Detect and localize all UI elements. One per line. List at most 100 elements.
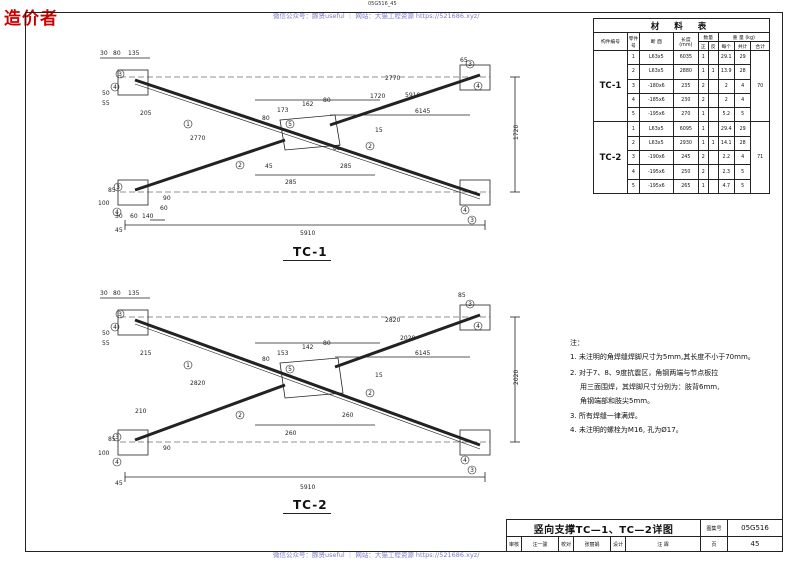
table-cell: 2.2: [717, 150, 735, 166]
tc1-dim-80b: 80: [262, 115, 270, 122]
svg-text:1: 1: [186, 362, 190, 369]
col-qty-pos: 正: [697, 41, 709, 51]
svg-text:3: 3: [116, 184, 120, 191]
table-cell: 2: [626, 135, 640, 152]
tc2-dim-210: 210: [135, 408, 147, 415]
table-cell: [707, 49, 719, 66]
designer: 汪 霖: [625, 536, 701, 552]
col-member: 构件编号: [593, 32, 628, 51]
tc1-dim-45: 45: [265, 163, 273, 170]
table-cell: L63x5: [638, 49, 674, 66]
member-tc1: TC-1: [593, 49, 628, 123]
table-cell: 2: [697, 92, 709, 109]
table-cell: 230: [672, 92, 699, 109]
tc1-dim-285b: 285: [340, 163, 352, 170]
table-cell: 29.4: [717, 121, 735, 137]
table-cell: 265: [672, 178, 699, 195]
tc1-drawing: 3 4 1 5 2 2 3 4 3 4 4 3 30 80 135 2770 2…: [98, 50, 520, 237]
table-cell: 2: [626, 64, 640, 80]
tc1-dim-80c: 80: [323, 97, 331, 104]
col-sum: 合计: [750, 41, 770, 51]
table-cell: 29: [733, 121, 752, 137]
table-cell: -185x6: [638, 92, 674, 109]
watermark-top: 微信公众号：豚贤useful ｜ 网站：大猫工程资源 https://52168…: [273, 12, 480, 20]
svg-text:2: 2: [238, 412, 242, 419]
notes-heading: 注：: [570, 339, 584, 347]
table-cell: 2930: [672, 135, 699, 152]
svg-text:3: 3: [470, 217, 474, 224]
note-line: 4. 未注明的螺栓为M16, 孔为Ø17。: [570, 426, 683, 434]
tc1-dim-60: 60: [130, 213, 138, 220]
tc2-dim-80c: 80: [323, 340, 331, 347]
table-cell: 270: [672, 107, 699, 123]
table-cell: [707, 164, 719, 180]
col-part: 零件号: [626, 32, 640, 51]
tc2-drawing: 3 4 1 5 2 2 3 4 3 4 4 3 30 80 135 2820 2…: [98, 290, 520, 491]
table-cell: 1: [697, 121, 709, 137]
svg-text:4: 4: [476, 83, 480, 90]
tc2-dim-55: 55: [102, 340, 110, 347]
table-cell: 5.2: [717, 107, 735, 123]
table-cell: 2880: [672, 64, 699, 80]
table-cell: 4: [733, 78, 752, 94]
member-tc2: TC-2: [593, 121, 628, 194]
note-line: 1. 未注明的角焊缝焊脚尺寸为5mm,其长度不小于70mm。: [570, 353, 755, 361]
tc1-dim-85b: 85: [108, 187, 116, 194]
col-qty-neg: 反: [707, 41, 719, 51]
tc1-caption-underline: [283, 260, 331, 261]
checker: 张丽娟: [573, 536, 611, 552]
table-cell: 2.3: [717, 164, 735, 180]
tc2-dim-90: 90: [163, 445, 171, 452]
svg-text:4: 4: [463, 457, 467, 464]
tc1-dim-85: 85: [333, 145, 341, 152]
tc1-dim-45b: 45: [115, 227, 123, 234]
svg-text:3: 3: [118, 71, 122, 78]
tc1-dim-30b: 30: [115, 213, 123, 220]
table-cell: 1: [707, 135, 719, 152]
table-cell: 14.1: [717, 135, 735, 152]
sum-tc2: 71: [750, 121, 770, 194]
table-cell: L63x5: [638, 135, 674, 152]
tc1-dim-6145: 6145: [415, 108, 430, 115]
table-cell: 5: [626, 107, 640, 123]
tc1-dim-5910-inner: 5910: [405, 92, 420, 99]
col-section: 断 面: [638, 32, 674, 51]
tc2-dim-85b: 85: [108, 436, 116, 443]
tc1-dim-80: 80: [113, 50, 121, 57]
tc1-dim-2770b: 2770: [190, 135, 205, 142]
table-cell: 28: [733, 64, 752, 80]
table-cell: 6035: [672, 49, 699, 66]
table-cell: [707, 78, 719, 94]
table-cell: L63x5: [638, 64, 674, 80]
table-cell: [707, 107, 719, 123]
table-cell: -195x6: [638, 178, 674, 195]
tc1-caption: TC-1: [293, 245, 328, 259]
svg-text:5: 5: [288, 121, 292, 128]
tc1-dim-135: 135: [128, 50, 140, 57]
watermark-bottom: 微信公众号：豚贤useful ｜ 网站：大猫工程资源 https://52168…: [273, 551, 480, 559]
table-cell: 29: [733, 49, 752, 66]
table-cell: [707, 150, 719, 166]
drawing-title: 竖向支撑TC—1、TC—2详图: [506, 519, 701, 537]
tc1-dim-5910: 5910: [300, 230, 315, 237]
tc1-dim-30: 30: [100, 50, 108, 57]
table-cell: 4: [626, 92, 640, 109]
material-table-title: 材 料 表: [593, 18, 770, 33]
note-line: 用三面围焊，其焊脚尺寸分别为：肢背6mm,: [580, 383, 720, 391]
tc2-dim-153: 153: [277, 350, 289, 357]
tc1-dim-205: 205: [140, 110, 152, 117]
tc2-dim-15: 15: [375, 372, 383, 379]
note-line: 2. 对于7、8、9度抗震区，角钢两端与节点板拉: [570, 369, 719, 377]
material-table: 材 料 表 构件编号 零件号 断 面 长度 (mm) 数量 重 量 (kg) 正…: [593, 18, 771, 195]
table-cell: 2: [717, 78, 735, 94]
tc2-dim-2820b: 2820: [190, 380, 205, 387]
tc2-dim-2020-inner: 2020: [400, 335, 415, 342]
review-label: 审核: [506, 536, 522, 552]
col-qty: 数量: [697, 32, 719, 42]
svg-text:2: 2: [238, 162, 242, 169]
svg-text:4: 4: [463, 207, 467, 214]
tc1-dim-1720b: 1720: [370, 93, 385, 100]
table-cell: 5: [733, 178, 752, 195]
tc2-dim-260b: 260: [342, 412, 354, 419]
sheet-border: [25, 12, 783, 552]
